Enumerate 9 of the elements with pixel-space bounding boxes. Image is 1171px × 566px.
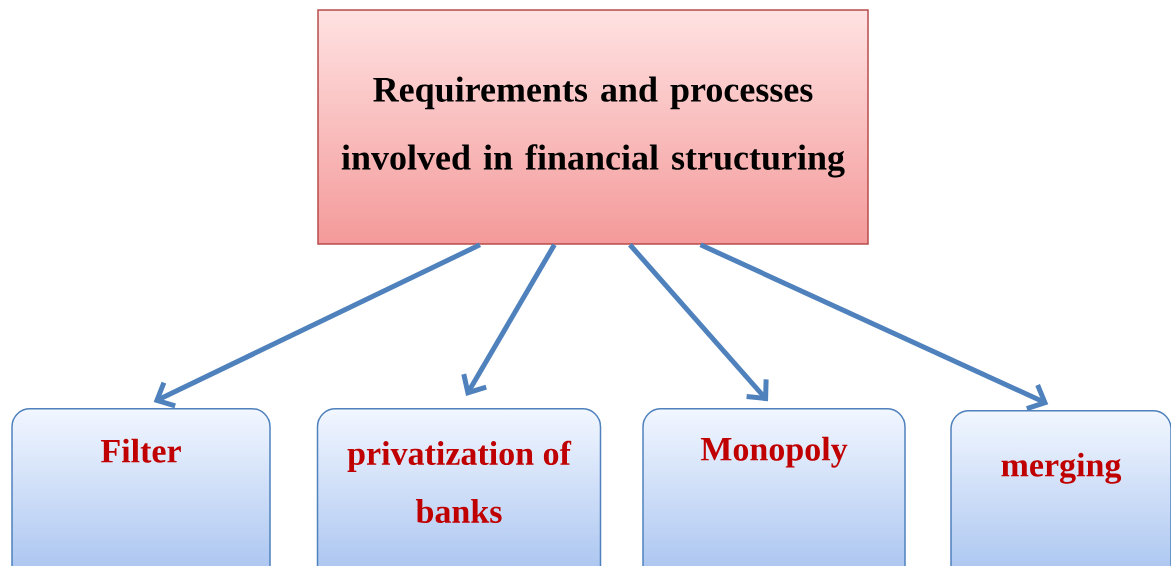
arrow — [628, 243, 769, 402]
arrow — [153, 242, 482, 409]
process-box: privatization of banks — [316, 408, 602, 566]
process-box: Filter — [11, 408, 271, 566]
process-box: merging — [950, 410, 1171, 566]
title-box: Requirements and processes involved in financial structuring — [317, 9, 869, 245]
process-box: Monopoly — [642, 408, 906, 566]
arrow — [461, 243, 557, 396]
arrow — [699, 242, 1049, 411]
